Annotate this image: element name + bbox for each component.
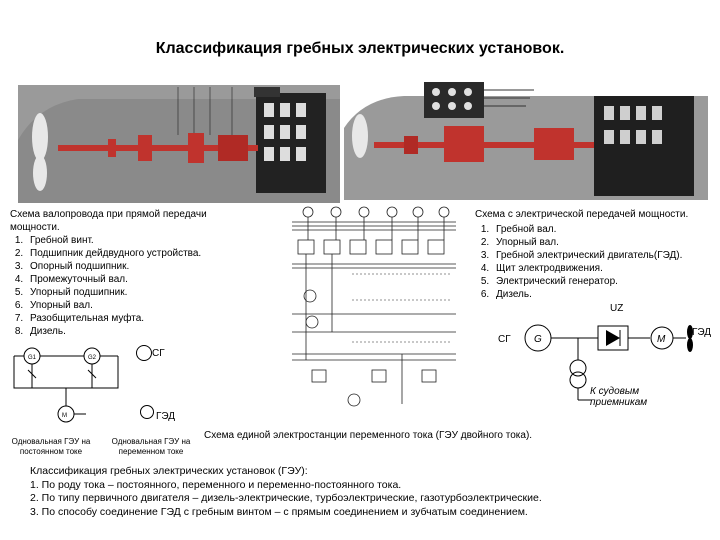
uz-label: UZ [610, 303, 624, 314]
single-shaft-schemes: G1 G2 M [13, 347, 119, 423]
svg-text:M: M [657, 334, 666, 345]
list-item: Дизель. [492, 288, 720, 301]
list-item: Дизель. [26, 325, 276, 338]
svg-text:G: G [534, 334, 542, 345]
direct-drive-illustration [18, 85, 340, 203]
right-sg-label: СГ [498, 334, 511, 345]
direct-drive-list: Гребной винт. Подшипник дейдвудного устр… [0, 234, 276, 338]
classification-heading: Классификация гребных электрических уста… [30, 465, 308, 477]
list-item: Промежуточный вал. [26, 273, 276, 286]
svg-text:G1: G1 [28, 355, 37, 361]
classification-block: Классификация гребных электрических уста… [30, 465, 542, 519]
classification-item: 3. По способу соединение ГЭД с гребным в… [30, 505, 528, 518]
page-title: Классификация гребных электрических уста… [155, 40, 565, 57]
svg-text:M: M [62, 413, 67, 419]
list-item: Упорный подшипник. [26, 286, 276, 299]
generator-symbol [136, 345, 152, 361]
consumers-label: К судовым приемникам [590, 386, 648, 408]
right-ged-label: ГЭД [692, 327, 712, 338]
left-ged-label: ГЭД [156, 411, 176, 422]
classification-item: 1. По роду тока – постоянного, переменно… [30, 478, 402, 491]
ac-scheme-caption: Одновальная ГЭУ на переменном токе [111, 437, 191, 456]
svg-text:G2: G2 [88, 355, 97, 361]
electric-drive-list: Гребной вал. Упорный вал. Гребной электр… [466, 223, 720, 301]
direct-drive-caption: Схема валопровода при прямой передачи мо… [10, 209, 207, 233]
list-item: Гребной вал. [492, 223, 720, 236]
electric-drive-illustration [344, 82, 708, 200]
ac-propulsion-scheme: G M [524, 324, 693, 401]
motor-symbol [140, 405, 154, 419]
dc-scheme-caption: Одновальная ГЭУ на постоянном токе [11, 437, 91, 456]
list-item: Опорный подшипник. [26, 260, 276, 273]
center-caption: Схема единой электростанции переменного … [204, 430, 533, 441]
list-item: Упорный вал. [492, 236, 720, 249]
list-item: Упорный вал. [26, 299, 276, 312]
list-item: Подшипник дейдвудного устройства. [26, 247, 276, 260]
list-item: Разобщительная муфта. [26, 312, 276, 325]
list-item: Гребной винт. [26, 234, 276, 247]
list-item: Гребной электрический двигатель(ГЭД). [492, 249, 720, 262]
classification-item: 2. По типу первичного двигателя – дизель… [30, 492, 542, 504]
list-item: Электрический генератор. [492, 275, 720, 288]
unified-power-plant-schematic [292, 206, 456, 407]
left-sg-label: СГ [152, 348, 165, 359]
list-item: Щит электродвижения. [492, 262, 720, 275]
electric-drive-caption: Схема с электрической передачей мощности… [475, 209, 689, 220]
